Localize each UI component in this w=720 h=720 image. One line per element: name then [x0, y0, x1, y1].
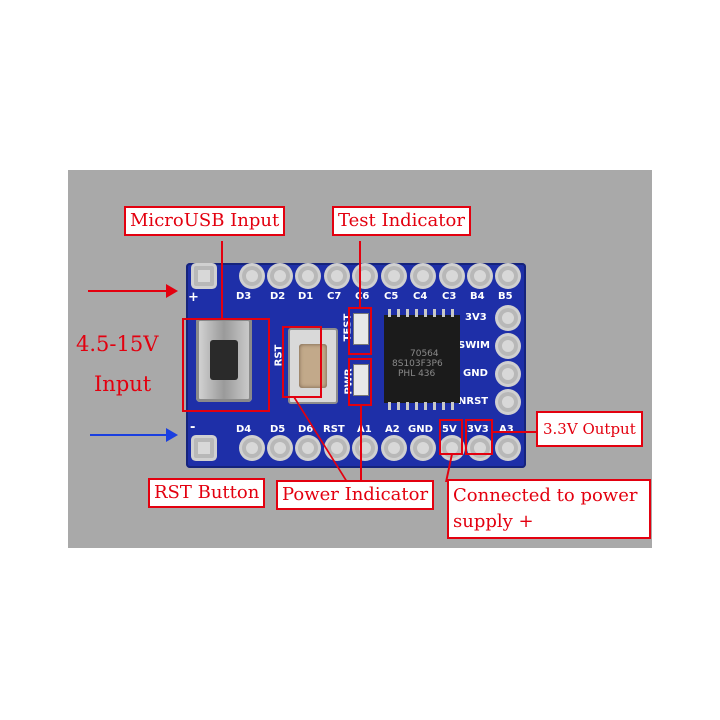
microusb-input-callout: MicroUSB Input — [124, 206, 286, 236]
pin-pad — [270, 438, 290, 458]
silk-top-pin-label: C3 — [442, 291, 457, 302]
chip-leg — [415, 309, 418, 317]
chip-leg — [433, 309, 436, 317]
pin-pad — [498, 266, 518, 286]
usb-port-slot — [210, 340, 238, 380]
power-indicator-callout: Power Indicator — [276, 480, 435, 510]
silk-bottom-pin-label: 5V — [442, 424, 457, 435]
silk-bottom-pin-label: D5 — [270, 424, 286, 435]
pin-pad — [270, 266, 290, 286]
input-label: Input — [94, 372, 152, 396]
silk-top-pin-label: D3 — [236, 291, 252, 302]
chip-leg — [388, 402, 391, 410]
silk-bottom-pin-label: D4 — [236, 424, 252, 435]
power-supply-callout-line: supply + — [453, 511, 534, 532]
power-supply-callout-line: Connected to power — [453, 485, 638, 506]
pin-pad — [298, 266, 318, 286]
test-led — [353, 313, 369, 345]
pin-pad — [498, 308, 518, 328]
silk-plus-sign: + — [188, 290, 199, 305]
pin-pad — [194, 438, 214, 458]
test-led-highlight — [348, 307, 372, 355]
chip-marking-line: PHL 436 — [398, 369, 436, 379]
callout-line — [360, 406, 362, 482]
chip-leg — [433, 402, 436, 410]
silk-top-pin-label: C7 — [327, 291, 342, 302]
pin-pad — [327, 266, 347, 286]
5v-pin-highlight — [439, 419, 463, 455]
chip-leg — [397, 309, 400, 317]
stm8-microcontroller: 70564 8S103F3P6 PHL 436 — [384, 315, 460, 403]
chip-marking: 70564 8S103F3P6 PHL 436 — [392, 349, 443, 379]
silk-minus-sign: - — [190, 420, 196, 435]
chip-leg — [442, 402, 445, 410]
rst-button-highlight — [282, 326, 322, 398]
chip-leg — [451, 309, 454, 317]
microusb-highlight — [182, 318, 270, 412]
silk-top-pin-label: B4 — [470, 291, 485, 302]
rst-button-callout: RST Button — [148, 478, 266, 508]
pin-pad — [242, 438, 262, 458]
pin-pad — [355, 266, 375, 286]
pin-pad — [384, 438, 404, 458]
power-supply-callout: Connected to power supply + — [447, 479, 651, 539]
pin-pad — [470, 266, 490, 286]
silk-top-pin-label: D1 — [298, 291, 314, 302]
silk-bottom-pin-label: 3V3 — [467, 424, 489, 435]
silk-top-pin-label: D2 — [270, 291, 286, 302]
pin-pad — [413, 438, 433, 458]
chip-leg — [424, 402, 427, 410]
silk-bottom-pin-label: A2 — [385, 424, 400, 435]
pin-pad — [194, 266, 214, 286]
silk-bottom-pin-label: A3 — [499, 424, 514, 435]
chip-leg — [388, 309, 391, 317]
pin-pad — [498, 392, 518, 412]
silk-bottom-pin-label: D6 — [298, 424, 314, 435]
chip-leg — [424, 309, 427, 317]
power-led — [353, 364, 369, 396]
silk-side-pin-label: SWIM — [458, 340, 490, 351]
pin-pad — [384, 266, 404, 286]
silk-side-pin-label: NRST — [458, 396, 489, 407]
chip-leg — [406, 402, 409, 410]
3v3-pin-highlight — [465, 419, 493, 455]
silk-top-pin-label: C5 — [384, 291, 399, 302]
chip-leg — [442, 309, 445, 317]
callout-line — [493, 431, 537, 433]
pin-pad — [498, 364, 518, 384]
pin-pad — [298, 438, 318, 458]
pin-pad — [242, 266, 262, 286]
3v3-output-callout: 3.3V Output — [536, 411, 643, 447]
chip-marking-line: 8S103F3P6 — [392, 359, 443, 369]
negative-input-arrow-icon — [90, 428, 178, 442]
chip-leg — [397, 402, 400, 410]
power-led-highlight — [348, 358, 372, 406]
pin-pad — [498, 438, 518, 458]
silk-top-pin-label: C4 — [413, 291, 428, 302]
silk-bottom-pin-label: A1 — [357, 424, 372, 435]
silk-bottom-pin-label: GND — [408, 424, 433, 435]
silk-side-pin-label: 3V3 — [465, 312, 487, 323]
silk-top-pin-label: B5 — [498, 291, 513, 302]
chip-leg — [415, 402, 418, 410]
positive-input-arrow-icon — [88, 284, 178, 298]
button-cap — [299, 344, 327, 388]
pin-pad — [498, 336, 518, 356]
pin-pad — [327, 438, 347, 458]
reset-push-button — [288, 328, 338, 404]
microusb-connector — [196, 318, 252, 402]
silk-bottom-pin-label: RST — [323, 424, 345, 435]
pin-pad — [413, 266, 433, 286]
pin-pad — [442, 266, 462, 286]
test-indicator-callout: Test Indicator — [332, 206, 471, 236]
voltage-range-label: 4.5-15V — [76, 332, 159, 356]
chip-leg — [451, 402, 454, 410]
silk-top-pin-label: C6 — [355, 291, 370, 302]
callout-line — [221, 241, 223, 319]
pin-pad — [355, 438, 375, 458]
chip-leg — [406, 309, 409, 317]
chip-marking-line: 70564 — [410, 349, 439, 359]
callout-line — [359, 241, 361, 309]
silk-side-pin-label: GND — [463, 368, 488, 379]
